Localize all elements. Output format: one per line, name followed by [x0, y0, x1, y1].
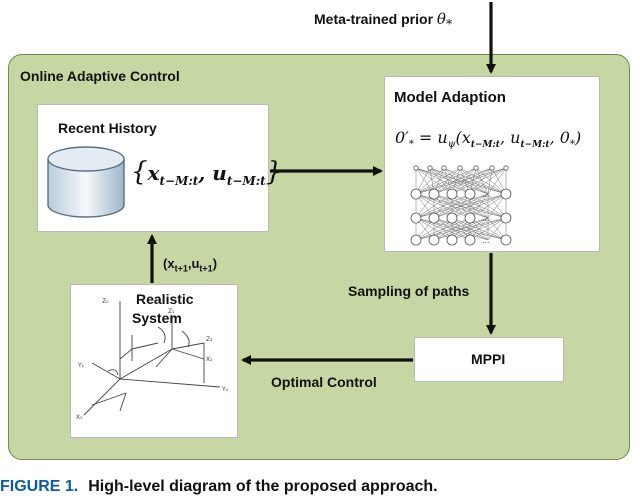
theta-sub: *	[445, 16, 453, 31]
x-arg-sub: t−M:t	[470, 140, 500, 151]
figure-caption: FIGURE 1. High-level diagram of the propo…	[0, 478, 438, 496]
x-arg: x	[461, 128, 471, 147]
theta-arg: 0	[559, 128, 570, 147]
state-transition-label: (xt+1,ut+1)	[163, 256, 217, 274]
nn-node	[410, 188, 422, 200]
adaption-formula: 0′* = uψ(xt−M:t, ut−M:t, 0*)	[395, 128, 581, 150]
nn-node	[473, 165, 479, 171]
nn-node	[410, 234, 422, 246]
mppi-box	[414, 337, 564, 382]
nn-node	[464, 212, 476, 224]
state-x-sub: t+1	[174, 263, 188, 274]
theta-symbol: θ*	[436, 10, 453, 31]
model-adaption-title: Model Adaption	[394, 89, 506, 106]
nn-node	[489, 165, 495, 171]
axis-label-x2: X₂	[206, 356, 213, 363]
nn-node	[446, 212, 458, 224]
nn-node	[428, 212, 440, 224]
coordinate-frames-sketch: Z₀ Y₀ X₀ Y₁ Z₂ X₂ Z₁	[76, 298, 229, 421]
optimal-control-label: Optimal Control	[271, 374, 377, 390]
nn-node	[428, 234, 440, 246]
nn-node	[427, 165, 433, 171]
paren-close: )	[574, 128, 582, 147]
nn-node	[410, 212, 422, 224]
caption-number: FIGURE 1.	[0, 478, 79, 495]
nn-node	[464, 188, 476, 200]
theta-prime-sub: *	[408, 139, 414, 151]
mppi-label: MPPI	[471, 351, 506, 367]
u-arg-sub: t−M:t	[520, 140, 550, 151]
neural-network-icon: .........	[410, 165, 512, 246]
nn-node	[441, 165, 447, 171]
paren-open: (	[455, 128, 462, 147]
realistic-system-panel	[70, 284, 238, 438]
theta-char: θ	[436, 10, 446, 28]
history-formula: {xt−M:t, ut−M:t}	[131, 157, 282, 188]
nn-node	[457, 165, 463, 171]
system-title-line1: Realistic	[136, 291, 194, 307]
axis-label-z2: Z₂	[206, 336, 213, 343]
meta-prior-text: Meta-trained prior	[314, 11, 434, 27]
nn-ellipsis: ...	[482, 189, 490, 199]
comma: ,	[198, 161, 206, 185]
equals: =	[413, 128, 438, 147]
nn-node	[464, 234, 476, 246]
u-sub: t−M:t	[226, 174, 266, 188]
sampling-label: Sampling of paths	[348, 283, 470, 299]
psi-sub: ψ	[447, 139, 456, 151]
brace-open: {	[131, 157, 148, 187]
theta-prime: 0′	[395, 128, 409, 147]
state-paren-close: )	[212, 256, 218, 271]
nn-ellipsis: ...	[482, 213, 490, 223]
nn-ellipsis: ...	[482, 235, 490, 245]
frame-title: Online Adaptive Control	[20, 68, 180, 84]
axis-label-z1: Z₁	[168, 308, 175, 315]
sep-2: ,	[549, 128, 560, 147]
x-sub: t−M:t	[159, 174, 199, 188]
nn-node	[428, 188, 440, 200]
realistic-system-title: Realistic System	[132, 290, 194, 328]
nn-node	[413, 165, 419, 171]
system-title-line2: System	[132, 310, 182, 326]
state-u: u	[191, 256, 200, 271]
sep-1: ,	[499, 128, 511, 147]
u-var: u	[212, 161, 227, 185]
state-x: x	[167, 256, 175, 271]
nn-node	[500, 188, 512, 200]
theta-arg-sub: *	[569, 139, 575, 151]
axis-label-y1: Y₁	[77, 362, 85, 369]
x-var: x	[147, 161, 160, 185]
database-icon	[47, 146, 125, 218]
nn-node	[503, 165, 509, 171]
state-paren-open: (	[163, 256, 168, 271]
nn-node	[446, 234, 458, 246]
nn-node	[500, 212, 512, 224]
meta-prior-label: Meta-trained prior θ*	[314, 10, 452, 31]
nn-node	[500, 234, 512, 246]
axis-label-x0: X₀	[76, 414, 83, 421]
caption-text: High-level diagram of the proposed appro…	[88, 478, 438, 495]
state-comma: ,	[187, 256, 192, 271]
recent-history-title: Recent History	[58, 120, 157, 136]
axis-label-z0: Z₀	[102, 298, 109, 305]
state-u-sub: t+1	[199, 263, 213, 274]
u-psi: u	[437, 128, 448, 147]
u-arg: u	[510, 128, 521, 147]
axis-label-y0: Y₀	[221, 386, 229, 393]
nn-node	[446, 188, 458, 200]
